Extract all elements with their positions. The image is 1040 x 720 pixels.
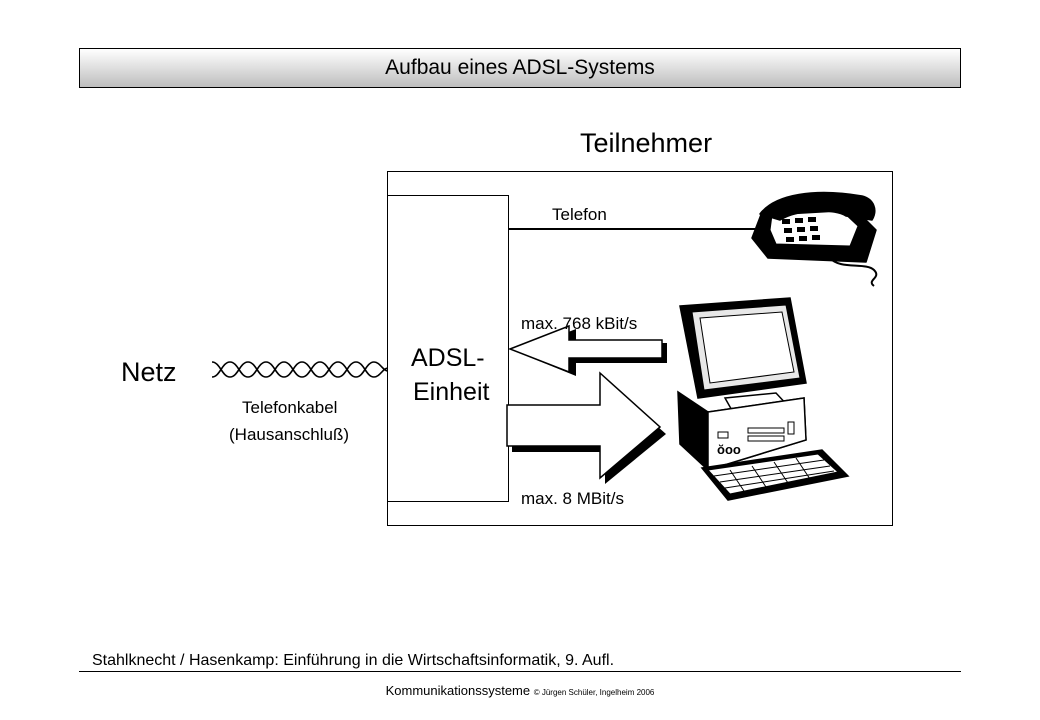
slide-title-bar: Aufbau eines ADSL-Systems	[79, 48, 961, 88]
adsl-unit-label-line1: ADSL-	[411, 344, 485, 372]
subscriber-label: Teilnehmer	[580, 128, 713, 158]
computer-icon	[677, 297, 850, 501]
telephone-label: Telefon	[552, 205, 607, 224]
cable-label-line2: (Hausanschluß)	[229, 425, 349, 444]
arrow-right-icon	[506, 371, 666, 484]
twisted-pair-cable-icon	[211, 361, 389, 378]
pc-logo-text: ŏoo	[717, 442, 741, 457]
telephone-icon	[751, 191, 878, 287]
downstream-rate-label: max. 8 MBit/s	[521, 489, 624, 508]
footer-text: Kommunikationssysteme © Jürgen Schüler, …	[0, 683, 1040, 698]
source-citation: Stahlknecht / Hasenkamp: Einführung in d…	[92, 652, 615, 669]
copyright: © Jürgen Schüler, Ingelheim 2006	[533, 688, 655, 697]
arrow-left-icon	[507, 324, 667, 376]
adsl-unit-label-line2: Einheit	[413, 378, 490, 406]
cable-label-line1: Telefonkabel	[242, 398, 338, 417]
course-name: Kommunikationssysteme	[385, 683, 531, 698]
upstream-rate-label: max. 768 kBit/s	[521, 314, 638, 333]
slide-title: Aufbau eines ADSL-Systems	[385, 56, 655, 79]
network-label: Netz	[121, 357, 177, 387]
adsl-unit-box	[387, 195, 509, 502]
footer-divider	[79, 671, 961, 672]
